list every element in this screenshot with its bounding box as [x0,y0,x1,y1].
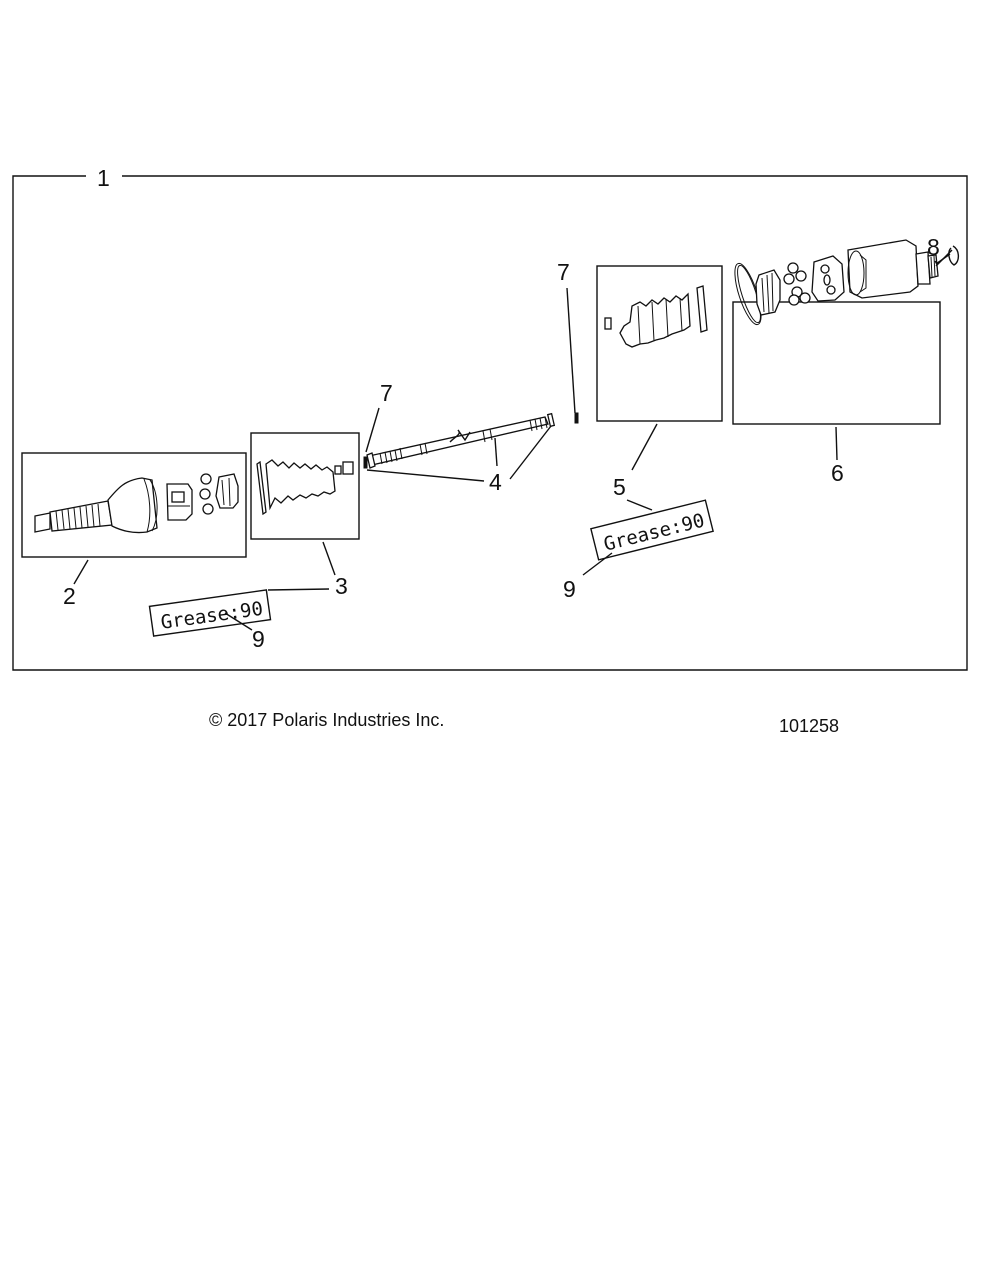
leader-8-base [935,249,953,267]
retaining-ring-left [363,456,368,469]
leader-5 [631,423,658,471]
leader-2 [73,559,89,585]
outer-cv-joint-box[interactable] [21,452,247,558]
leader-9-left [224,612,253,631]
callout-9-left[interactable]: 9 [252,626,265,652]
outer-boot-kit [256,459,354,516]
assembly-frame [12,175,968,671]
leader-9-right [582,552,613,576]
copyright-text: © 2017 Polaris Industries Inc. [209,710,444,730]
leader-4-mid [494,437,498,467]
callout-1[interactable]: 1 [97,165,110,191]
drawing-number: 101258 [779,716,839,736]
leader-3-grease [267,588,330,591]
inner-boot-kit [604,285,708,348]
leader-7-left [365,407,380,453]
grease-label-right: Grease:90 [602,509,707,555]
callout-6[interactable]: 6 [831,460,844,486]
inner-cv-joint-box[interactable] [732,301,941,425]
callout-9-right[interactable]: 9 [563,576,576,602]
callout-3[interactable]: 3 [335,573,348,599]
grease-packet-right[interactable]: Grease:90 [590,499,714,561]
callout-8[interactable]: 8 [927,234,940,260]
callout-7-right[interactable]: 7 [557,259,570,285]
leader-4-left [366,469,485,482]
leader-6 [835,426,838,461]
inner-boot-kit-box[interactable] [596,265,723,422]
outer-boot-kit-box[interactable] [250,432,360,540]
leader-5-grease [626,499,653,511]
circlip [948,245,960,266]
outer-cv-joint [34,473,239,534]
leader-4-right [509,425,552,480]
inner-cv-joint [734,239,939,326]
drive-shaft [366,412,556,469]
callout-2[interactable]: 2 [63,583,76,609]
callout-5[interactable]: 5 [613,474,626,500]
leader-7-right [566,287,576,414]
callout-7-left[interactable]: 7 [380,380,393,406]
callout-4[interactable]: 4 [489,469,502,495]
leader-3 [322,541,336,576]
retaining-ring-right [574,412,579,424]
